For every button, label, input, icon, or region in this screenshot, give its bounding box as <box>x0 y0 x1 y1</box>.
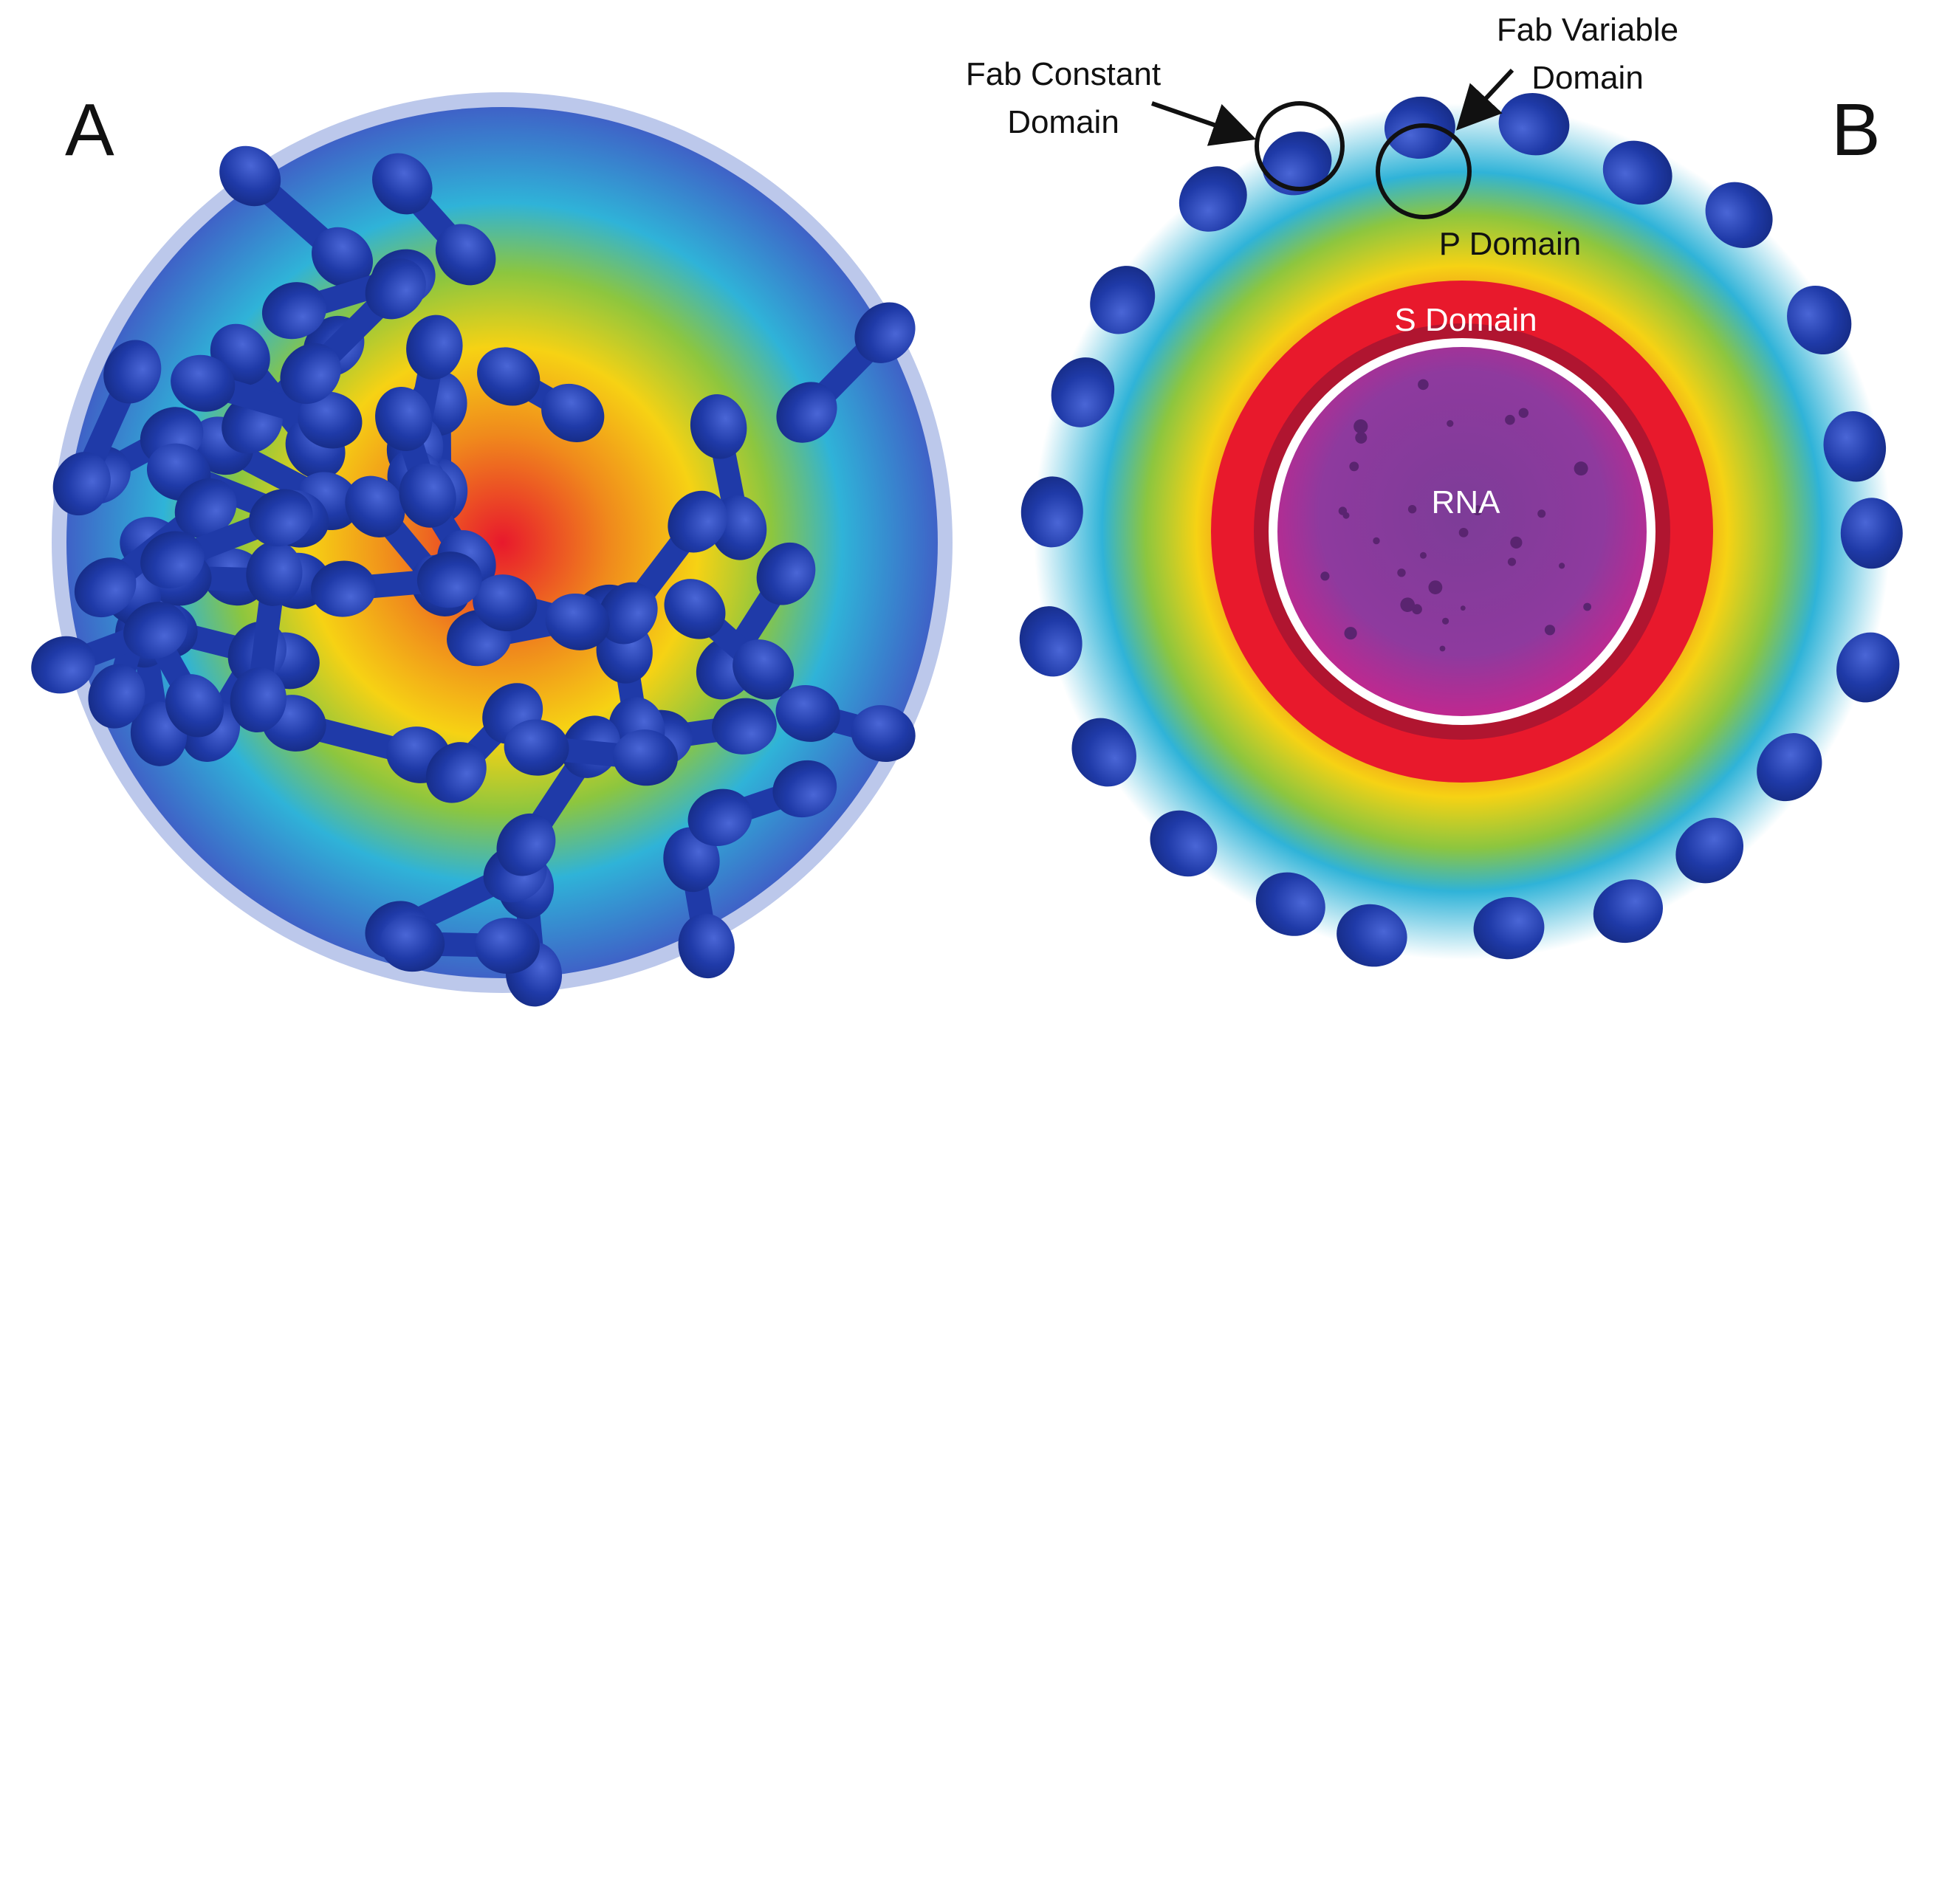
rna-pit <box>1355 431 1368 444</box>
rna-pit <box>1574 461 1588 476</box>
fab-blob <box>1787 285 1852 355</box>
fab-density-blobs-section <box>1019 93 1903 967</box>
fab-blob <box>1840 498 1903 569</box>
rna-pit <box>1342 512 1350 519</box>
panel-a-letter: A <box>65 89 114 171</box>
rna-pit <box>1537 509 1546 518</box>
rna-pit <box>1349 461 1359 472</box>
fab-blob <box>31 602 188 694</box>
fab-blob <box>1675 817 1744 884</box>
fab-blob <box>1337 904 1407 967</box>
fab-constant-circle <box>1255 101 1345 191</box>
panel-b: B Fab Constant Domain Fab Variable Domai… <box>966 12 1903 967</box>
fab-blob <box>380 915 540 975</box>
fab-blob <box>1090 266 1156 334</box>
fab-blob <box>1051 357 1115 427</box>
fab-blob <box>1498 93 1570 156</box>
fab-blob <box>1150 810 1218 877</box>
rna-pit <box>1507 557 1517 566</box>
fab-blob <box>1705 182 1773 249</box>
fab-blob <box>1836 632 1900 703</box>
fab-variable-label-line1: Fab Variable <box>1497 12 1678 48</box>
rna-pit <box>1373 537 1380 545</box>
fab-blob <box>1823 410 1887 482</box>
rna-pit <box>1418 379 1429 391</box>
rna-pit <box>1447 420 1454 427</box>
s-domain-label: S Domain <box>1394 302 1537 338</box>
fab-blob <box>687 760 837 846</box>
fab-blob <box>1473 897 1545 960</box>
fab-blob <box>1593 879 1663 944</box>
rna-pit <box>1353 419 1368 434</box>
fab-blob <box>477 347 605 442</box>
fab-blob <box>140 489 313 589</box>
rna-pit <box>1407 505 1417 514</box>
rna-pit <box>1420 551 1427 559</box>
fab-blob <box>311 551 482 617</box>
fab-variable-label-line2: Domain <box>1531 60 1644 96</box>
fab-blob <box>664 579 795 700</box>
fab-constant-label-line2: Domain <box>1007 104 1119 140</box>
fab-blob <box>1255 872 1325 936</box>
fab-blob <box>690 393 767 560</box>
rna-pit <box>1320 571 1330 581</box>
fab-blob <box>375 387 456 528</box>
fab-constant-arrow <box>1151 101 1257 146</box>
rna-pit <box>1505 414 1515 425</box>
fab-blob <box>52 340 162 516</box>
rna-surface-pits <box>1320 379 1592 652</box>
rna-pit <box>1344 627 1357 640</box>
rna-pit <box>1518 408 1528 418</box>
rna-pit <box>1397 568 1406 577</box>
rna-pit <box>1583 602 1592 611</box>
fab-constant-label-line1: Fab Constant <box>966 56 1161 92</box>
rna-pit <box>1428 580 1443 594</box>
fab-blob <box>1602 140 1672 205</box>
rna-pit <box>1439 645 1446 652</box>
fab-blob <box>1178 166 1247 232</box>
panel-a: A <box>31 89 953 1007</box>
capsid-surface-render <box>31 92 953 1007</box>
rna-pit <box>1510 536 1523 549</box>
rna-pit <box>1544 625 1556 636</box>
fab-blob <box>230 541 303 732</box>
fab-blob <box>473 574 610 650</box>
fab-blob <box>372 153 496 286</box>
rna-pit <box>1458 528 1469 537</box>
fab-blob <box>171 354 363 449</box>
fab-density-blobs <box>31 145 916 1007</box>
fab-variable-circle <box>1376 123 1472 219</box>
fab-blob <box>775 685 916 762</box>
rna-pit <box>1442 617 1449 625</box>
fab-blob <box>1757 733 1822 802</box>
rna-pit <box>1472 505 1483 515</box>
fab-blob <box>1262 131 1332 196</box>
fab-blob <box>597 490 728 645</box>
fab-blob <box>1020 476 1083 548</box>
fab-blob <box>776 302 916 443</box>
fab-blob <box>280 258 426 405</box>
rna-label: RNA <box>1432 484 1501 520</box>
panel-b-letter: B <box>1831 89 1881 171</box>
fab-blob <box>1019 606 1082 677</box>
fab-variable-arrow <box>1455 68 1514 131</box>
rna-pit <box>1400 597 1415 612</box>
fab-blob <box>74 478 237 618</box>
rna-pit <box>1559 563 1565 569</box>
capsid-cross-section <box>1019 93 1903 967</box>
fab-blob <box>504 719 678 786</box>
fab-blob <box>219 145 374 288</box>
fab-blob <box>1071 718 1136 787</box>
p-domain-label: P Domain <box>1439 226 1581 262</box>
rna-pit <box>1460 605 1466 611</box>
